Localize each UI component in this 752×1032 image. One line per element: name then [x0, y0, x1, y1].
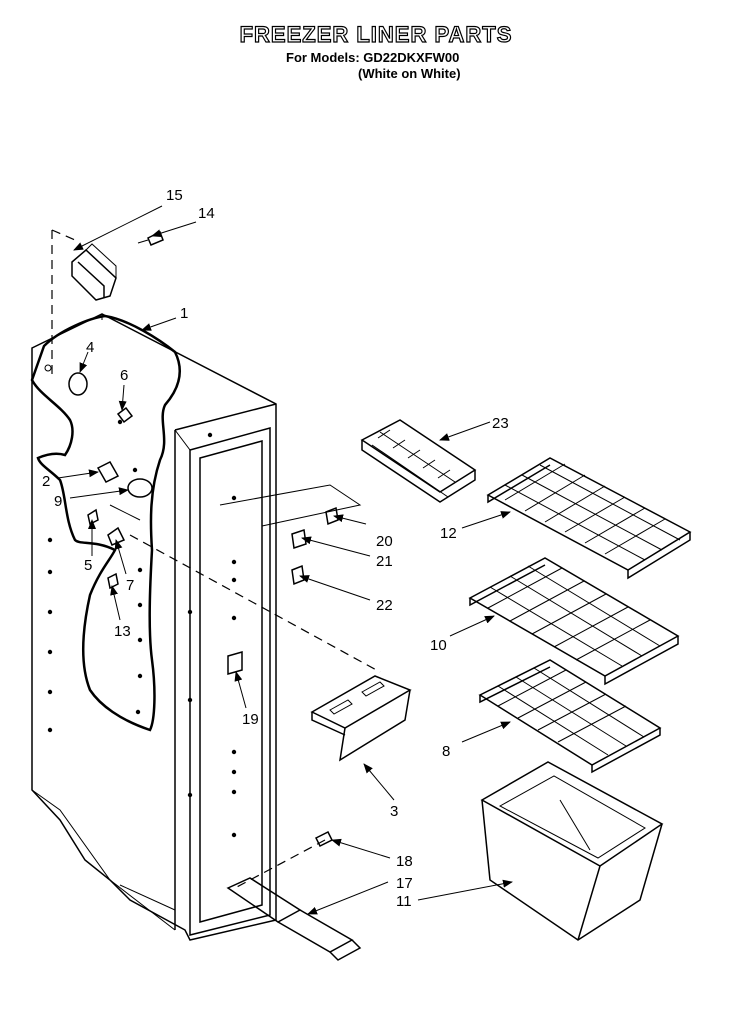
bracket-15 — [71, 243, 117, 301]
clip-22 — [291, 564, 305, 586]
callout-22: 22 — [376, 597, 393, 614]
shelf-8 — [478, 659, 662, 774]
clip-13 — [107, 572, 119, 590]
callout-10: 10 — [430, 637, 447, 654]
bin-11 — [480, 761, 664, 941]
variant-line: (White on White) — [358, 66, 461, 81]
callout-arrows — [57, 205, 513, 915]
callout-8: 8 — [442, 743, 450, 760]
dashed-leaders — [51, 229, 381, 889]
clip-7 — [107, 526, 126, 546]
callout-15: 15 — [166, 187, 183, 204]
plug-4 — [68, 372, 88, 396]
clip-20 — [325, 506, 339, 526]
callout-23: 23 — [492, 415, 509, 432]
callout-12: 12 — [440, 525, 457, 542]
shelf-12 — [486, 457, 692, 580]
bracket-17 — [226, 877, 362, 961]
bulb-9 — [127, 478, 153, 498]
diagram-title: FREEZER LINER PARTS — [239, 21, 513, 47]
callout-13: 13 — [114, 623, 131, 640]
callout-7: 7 — [126, 577, 134, 594]
callout-11: 11 — [396, 893, 412, 910]
callout-2: 2 — [42, 473, 50, 490]
wiring-harness — [30, 314, 181, 732]
screw-18 — [314, 830, 334, 848]
callout-18: 18 — [396, 853, 413, 870]
callout-labels: 15 14 1 4 6 2 9 5 7 13 19 20 21 22 23 12… — [42, 187, 509, 910]
socket-2 — [96, 461, 120, 483]
callout-1: 1 — [180, 305, 188, 322]
switch-19 — [227, 651, 243, 675]
models-line: For Models: GD22DKXFW00 — [286, 50, 460, 65]
cover-3 — [310, 675, 412, 762]
freezer-liner — [31, 313, 277, 941]
callout-21: 21 — [376, 553, 393, 570]
callout-3: 3 — [390, 803, 398, 820]
callout-4: 4 — [86, 339, 94, 356]
callout-17: 17 — [396, 875, 413, 892]
ice-tray-23 — [360, 419, 477, 503]
shelf-10 — [468, 557, 680, 686]
liner-holes — [47, 419, 237, 838]
callout-9: 9 — [54, 493, 62, 510]
clip-5 — [87, 508, 99, 526]
callout-19: 19 — [242, 711, 259, 728]
callout-20: 20 — [376, 533, 393, 550]
callout-5: 5 — [84, 557, 92, 574]
callout-14: 14 — [198, 205, 215, 222]
callout-6: 6 — [120, 367, 128, 384]
